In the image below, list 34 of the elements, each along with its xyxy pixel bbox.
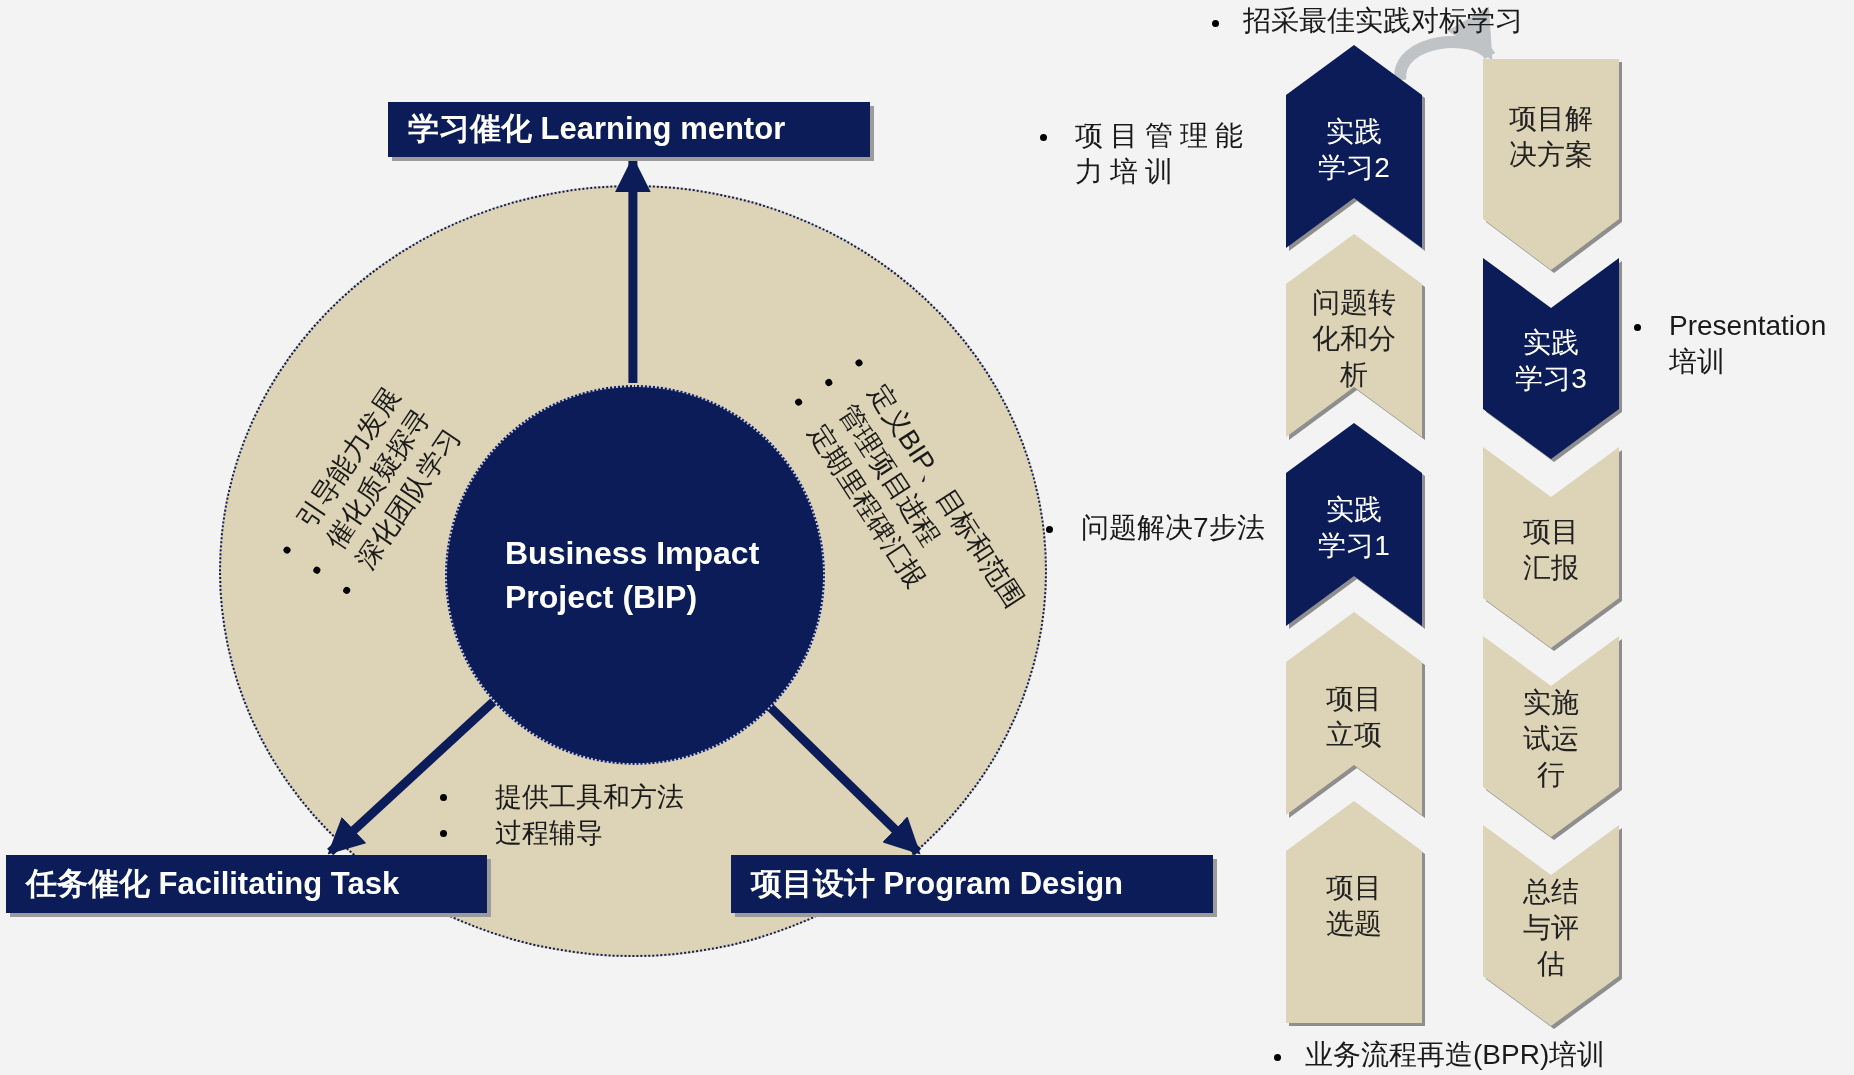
- chevron-step: [1286, 45, 1422, 248]
- chevron-step: [1483, 636, 1619, 837]
- note-text: 业务流程再造(BPR)培训: [1305, 1038, 1607, 1072]
- step-label: 项目解决方案: [1508, 101, 1594, 172]
- banner-text: 学习催化 Learning mentor: [408, 110, 786, 149]
- arrow: [327, 698, 497, 856]
- step-label: 实践学习2: [1317, 115, 1391, 185]
- step-label: 实施试运行: [1522, 685, 1580, 792]
- step-label: 项目选题: [1325, 871, 1383, 941]
- chevron-step: [1483, 447, 1619, 648]
- step-label: 实践学习1: [1317, 493, 1391, 563]
- step-label: 总结与评估: [1522, 874, 1580, 981]
- chevron-step: [1483, 258, 1619, 459]
- curved-arrow: [1394, 7, 1495, 81]
- chevron-step: [1286, 423, 1422, 626]
- chevron-step: [1483, 59, 1619, 270]
- banner-text: 项目设计 Program Design: [751, 864, 1124, 903]
- note-text: Presentation 培训: [1669, 309, 1828, 379]
- note-text: 招采最佳实践对标学习: [1243, 4, 1524, 38]
- step-label: 问题转化和分析: [1311, 286, 1397, 392]
- chevron-step: [1286, 801, 1422, 1023]
- step-label: 项目立项: [1325, 682, 1383, 752]
- center-title: Business Impact Project (BIP): [505, 534, 761, 617]
- banner-text: 任务催化 Facilitating Task: [26, 864, 400, 903]
- chevron-step: [1286, 612, 1422, 815]
- arrow: [765, 702, 922, 856]
- chevron-step: [1286, 234, 1422, 437]
- step-label: 实践学习3: [1514, 325, 1588, 396]
- note-text: 项目管理能力培训: [1075, 119, 1251, 189]
- bullet-text: 过程辅导: [495, 817, 603, 850]
- bullet-text: 提供工具和方法: [495, 781, 684, 814]
- step-label: 项目汇报: [1522, 514, 1580, 585]
- chevron-step: [1483, 825, 1619, 1026]
- note-text: 问题解决7步法: [1081, 511, 1266, 545]
